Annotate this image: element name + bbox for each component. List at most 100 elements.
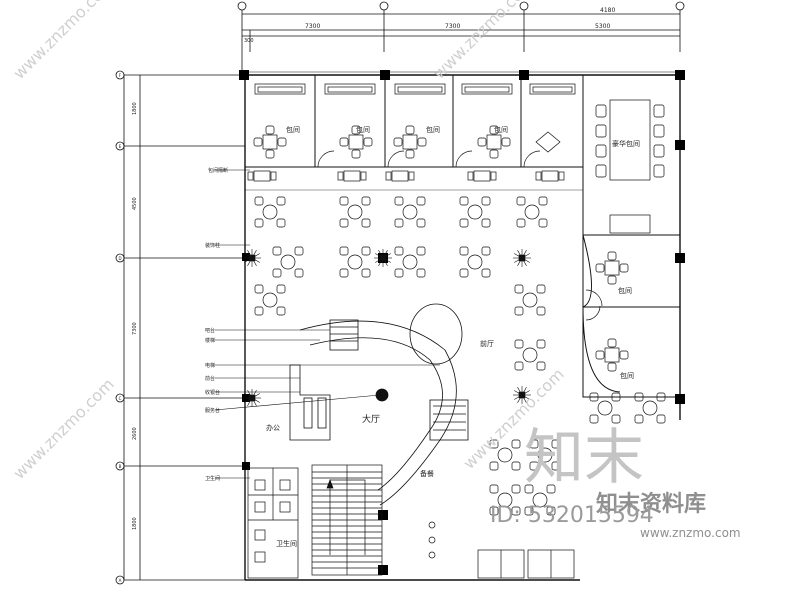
watermark-logo: 知末 <box>524 423 644 493</box>
label-lobby: 大厅 <box>362 413 380 425</box>
table-set <box>459 196 491 228</box>
door-swings <box>317 150 603 321</box>
dim-top-1: 7300 <box>305 23 320 30</box>
sofa <box>394 83 446 95</box>
label-office: 办公 <box>266 423 280 432</box>
room-table-set <box>339 125 373 159</box>
plant <box>243 249 261 267</box>
label-room-5: 包间 <box>618 286 632 295</box>
room-table-set <box>393 125 427 159</box>
top-axis-bubbles <box>237 1 685 11</box>
table-set <box>254 284 286 316</box>
svg-text:2600: 2600 <box>132 427 138 440</box>
svg-text:4500: 4500 <box>132 197 138 210</box>
annotation-stair: 楼梯 <box>205 337 215 344</box>
room-table-set <box>595 338 629 372</box>
axis-a: A <box>119 578 122 583</box>
axis-d: D <box>118 256 121 261</box>
sofa <box>461 83 513 95</box>
table-set <box>529 439 561 471</box>
plant <box>513 249 531 267</box>
left-axis-labels: F E D C B A <box>118 73 121 583</box>
decorative-plants <box>243 249 531 407</box>
label-room-4: 包间 <box>494 125 508 134</box>
sofa <box>529 83 576 95</box>
room-table-set <box>595 251 629 285</box>
plant <box>243 389 261 407</box>
annotation-cashier: 收银台 <box>205 389 220 396</box>
annotation-service: 服务台 <box>205 407 220 414</box>
staircase <box>311 464 383 576</box>
svg-text:1800: 1800 <box>132 517 138 530</box>
label-room-2: 包间 <box>356 125 370 134</box>
aisle-table <box>535 170 565 182</box>
table-set <box>254 196 286 228</box>
watermark-id: ID: 532015594 <box>490 503 654 528</box>
table-set <box>394 246 426 278</box>
watermark-brand: 知末资料库 <box>596 491 706 517</box>
svg-text:1800: 1800 <box>132 102 138 115</box>
diamond-table <box>535 131 561 153</box>
annotation-leaders <box>214 169 440 479</box>
top-dimension-chain <box>241 6 681 70</box>
table-set <box>634 392 666 424</box>
table-set <box>514 339 546 371</box>
label-service: 备餐 <box>420 469 434 478</box>
left-annotation-labels: 包间隔断 装饰柱 吧台 楼梯 电梯 前台 收银台 服务台 卫生间 <box>205 167 228 482</box>
table-set <box>459 246 491 278</box>
room-labels: 包间 包间 包间 包间 豪华包间 包间 包间 前厅 大厅 办公 备餐 卫生间 <box>266 125 640 548</box>
label-room-3: 包间 <box>426 125 440 134</box>
annotation-bar: 吧台 <box>205 327 215 334</box>
table-set <box>339 196 371 228</box>
aisle-table <box>247 170 277 182</box>
label-room-6: 包间 <box>620 371 634 380</box>
dim-top-total: 4180 <box>600 7 615 14</box>
lobby-curve <box>289 303 469 506</box>
table-set <box>589 392 621 424</box>
left-dimension-chain <box>118 74 245 581</box>
label-vip-room: 豪华包间 <box>612 139 640 148</box>
private-room-partitions <box>244 74 681 398</box>
plant <box>374 249 392 267</box>
axis-b: B <box>119 464 122 469</box>
booth-seating <box>428 521 575 579</box>
table-set <box>489 484 521 516</box>
room-table-set <box>477 125 511 159</box>
annotation-wc: 卫生间 <box>205 475 220 482</box>
annotation-partition: 包间隔断 <box>208 167 228 174</box>
left-axis-bubbles <box>115 70 125 585</box>
annotation-reception: 前台 <box>205 375 215 382</box>
axis-c: C <box>119 396 122 401</box>
dim-top-3: 5300 <box>595 23 610 30</box>
dim-top-2: 7300 <box>445 23 460 30</box>
table-set <box>489 439 521 471</box>
svg-text:www.znzmo.com: www.znzmo.com <box>9 0 117 83</box>
label-room-1: 包间 <box>286 125 300 134</box>
sofa <box>324 83 376 95</box>
watermark-diagonals: www.znzmo.com www.znzmo.com www.znzmo.co… <box>9 0 567 483</box>
axis-f: F <box>119 73 122 78</box>
private-room-tables <box>247 83 665 372</box>
dim-top-small: 300 <box>244 38 254 44</box>
aisle-table <box>467 170 497 182</box>
left-dim-values: 1800 4500 7300 2600 1800 <box>132 102 138 530</box>
room-table-set <box>253 125 287 159</box>
table-set <box>516 196 548 228</box>
sofa <box>254 83 306 95</box>
table-set <box>339 246 371 278</box>
aisle-table <box>385 170 415 182</box>
plant <box>513 386 531 404</box>
table-set <box>514 284 546 316</box>
restroom-block <box>247 467 299 579</box>
label-hall: 前厅 <box>480 339 494 348</box>
label-wc: 卫生间 <box>276 539 297 548</box>
axis-e: E <box>119 144 122 149</box>
svg-text:7300: 7300 <box>132 322 138 335</box>
annotation-column: 装饰柱 <box>205 242 220 249</box>
table-set <box>394 196 426 228</box>
annotation-elevator: 电梯 <box>205 362 215 369</box>
aisle-table <box>337 170 367 182</box>
table-set <box>272 246 304 278</box>
hall-table-sets <box>254 196 666 516</box>
